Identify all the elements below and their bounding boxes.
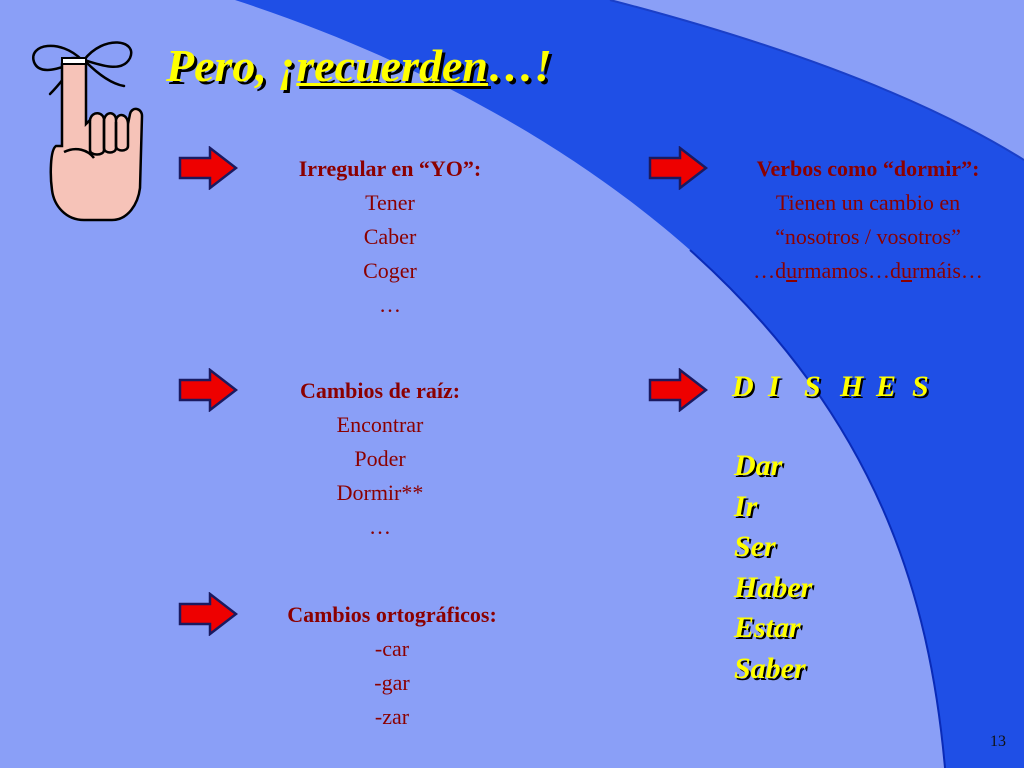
block-heading: Irregular en “YO”: — [298, 156, 482, 181]
cambios-ortograficos-block: Cambios ortográficos: -car -gar -zar — [242, 598, 542, 734]
verb-item: Estar — [734, 611, 801, 644]
list-item: … — [379, 292, 401, 317]
block-heading: Cambios ortográficos: — [287, 602, 497, 627]
acronym-letter: D — [732, 370, 754, 403]
verb-item: Saber — [734, 651, 806, 685]
block-heading: Verbos como “dormir”: — [756, 156, 980, 181]
list-item: Poder — [354, 446, 406, 471]
example-line: …durmamos…durmáis… — [712, 254, 1024, 288]
list-item: Tener — [365, 190, 415, 215]
acronym-letter: S — [804, 370, 821, 403]
title-suffix: …! — [487, 40, 552, 91]
right-arrow-icon — [178, 592, 238, 636]
list-item: Encontrar — [336, 412, 424, 437]
verb-item: Haber — [734, 570, 813, 604]
list-item: -gar — [374, 670, 410, 695]
cambios-raiz-block: Cambios de raíz: Encontrar Poder Dormir*… — [250, 374, 510, 544]
list-item: Coger — [363, 258, 417, 283]
right-arrow-icon — [178, 146, 238, 190]
acronym-letter: S — [912, 370, 929, 403]
block-heading: Cambios de raíz: — [299, 378, 461, 403]
page-number: 13 — [990, 733, 1006, 750]
slide-title: Pero, ¡recuerden…! — [166, 40, 552, 92]
verb-item: Dar — [734, 449, 783, 482]
dishes-verb-list: Dar Ir Ser Haber Estar Saber — [734, 446, 812, 689]
acronym-letter: I — [768, 370, 780, 403]
finger-with-bow-icon — [32, 41, 144, 222]
right-arrow-icon — [648, 146, 708, 190]
list-item: Dormir** — [336, 480, 424, 505]
example-underlined: u — [901, 258, 912, 283]
description-line: “nosotros / vosotros” — [775, 224, 961, 249]
example-text: …d — [753, 258, 787, 283]
acronym-letter: E — [876, 370, 897, 403]
verb-item: Ir — [734, 489, 758, 523]
list-item: … — [369, 514, 391, 539]
right-arrow-icon — [648, 368, 708, 412]
list-item: -zar — [374, 704, 410, 729]
acronym-letter: H — [840, 370, 864, 403]
example-text: rmáis… — [912, 258, 983, 283]
example-underlined: u — [786, 258, 798, 283]
example-text: rmamos…d — [797, 258, 901, 283]
description-line: Tienen un cambio en — [775, 190, 961, 215]
title-underlined-word: recuerden — [296, 40, 488, 91]
verbos-dormir-block: Verbos como “dormir”: Tienen un cambio e… — [712, 152, 1024, 288]
list-item: Caber — [363, 224, 417, 249]
list-item: -car — [374, 636, 410, 661]
title-prefix: Pero, ¡ — [166, 40, 297, 91]
verb-item: Ser — [734, 530, 776, 563]
right-arrow-icon — [178, 368, 238, 412]
irregular-yo-block: Irregular en “YO”: Tener Caber Coger … — [250, 152, 530, 322]
